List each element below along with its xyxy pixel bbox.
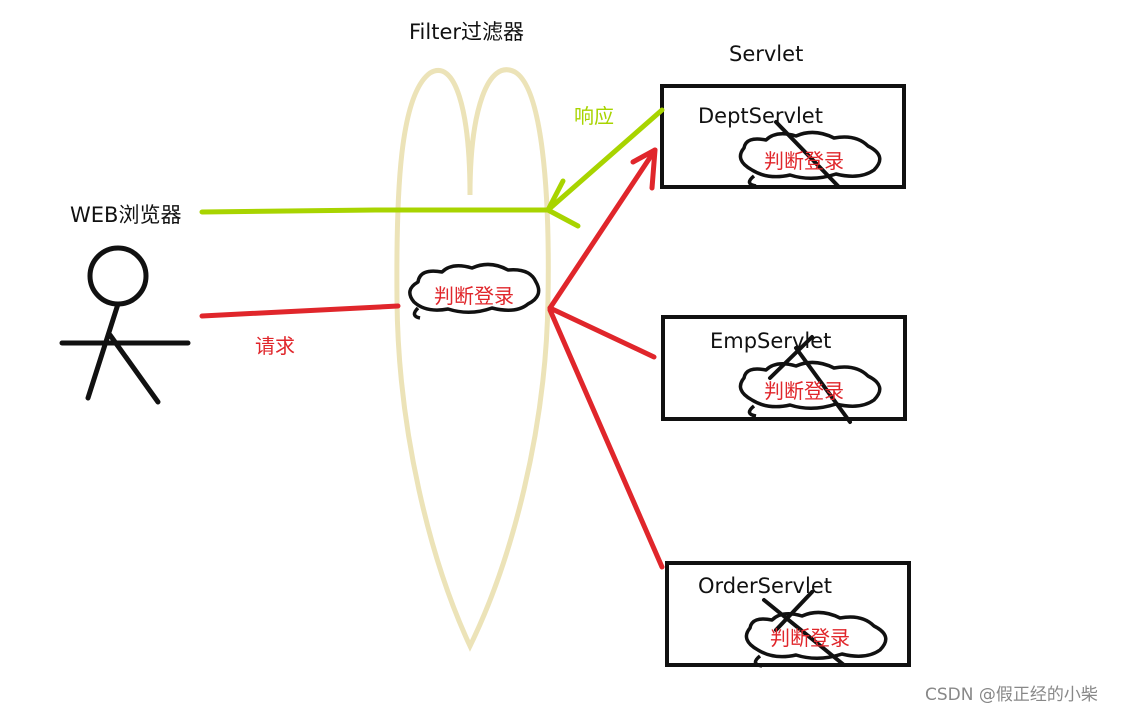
watermark: CSDN @假正经的小柴 (925, 685, 1098, 705)
emp-cross-out-b (794, 346, 852, 424)
filter-title: Filter过滤器 (409, 20, 525, 44)
response-label: 响应 (574, 104, 614, 128)
emp-cloud (738, 360, 882, 418)
emp-servlet-box (661, 315, 907, 421)
dept-servlet-box (660, 84, 906, 189)
user-figure (59, 245, 191, 405)
servlet-group-title: Servlet (729, 42, 804, 66)
order-cross-out-b (762, 598, 846, 667)
filter-cloud (408, 262, 541, 320)
emp-check-label: 判断登录 (764, 379, 844, 403)
order-cross-out-a (774, 590, 814, 632)
emp-servlet-name: EmpServlet (710, 329, 832, 353)
order-servlet-box (665, 561, 911, 667)
emp-cross-out-a (768, 335, 814, 380)
dept-cloud (738, 130, 882, 188)
request-arrow (199, 147, 665, 570)
request-label: 请求 (255, 334, 295, 358)
order-servlet-name: OrderServlet (698, 574, 832, 598)
dept-servlet-name: DeptServlet (698, 104, 823, 128)
response-arrow (199, 107, 665, 229)
filter-shape (394, 67, 551, 652)
order-cloud (744, 610, 888, 668)
order-check-label: 判断登录 (770, 626, 850, 650)
dept-cross-out (774, 120, 840, 188)
filter-check-label: 判断登录 (434, 284, 514, 308)
dept-check-label: 判断登录 (764, 149, 844, 173)
browser-label: WEB浏览器 (70, 203, 182, 227)
